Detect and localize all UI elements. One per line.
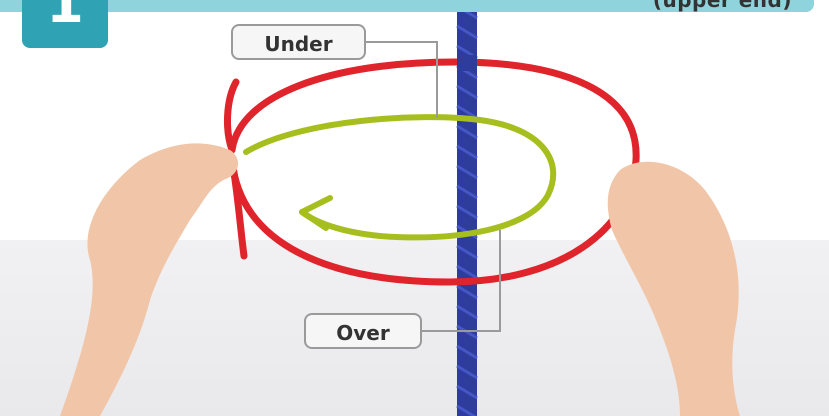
label-leader-lines bbox=[366, 42, 500, 331]
step-badge: 1 bbox=[22, 0, 108, 48]
under-label: Under bbox=[231, 24, 366, 60]
red-rope-loop bbox=[227, 62, 636, 282]
instruction-banner: (upper end) bbox=[0, 0, 814, 12]
blue-rope-over-red bbox=[457, 55, 477, 71]
step-number: 1 bbox=[22, 0, 108, 28]
over-label: Over bbox=[304, 313, 422, 349]
green-path-arrow bbox=[246, 117, 553, 237]
left-hand bbox=[60, 143, 238, 416]
right-hand bbox=[608, 162, 740, 416]
banner-text: (upper end) bbox=[653, 0, 792, 12]
